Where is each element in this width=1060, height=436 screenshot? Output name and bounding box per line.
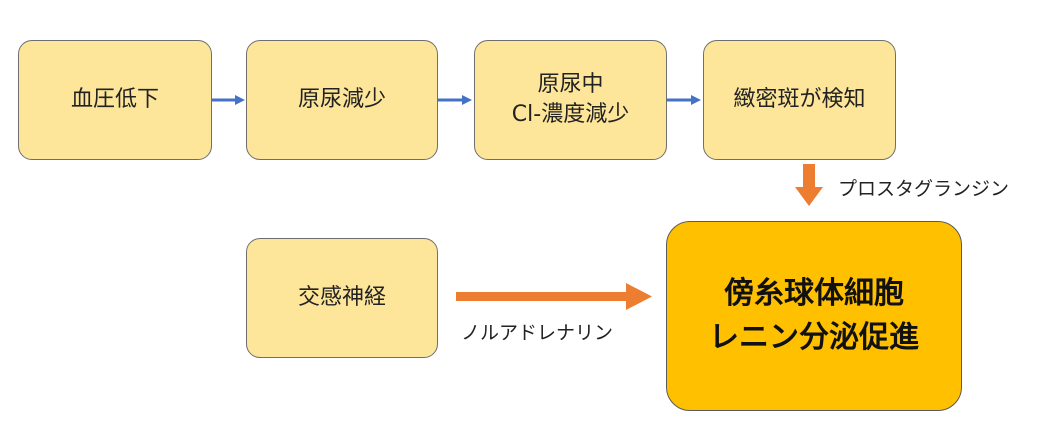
box-label: 血圧低下 [70, 87, 159, 112]
box-juxtaglomerular-renin: 傍糸球体細胞 レニン分泌促進 [666, 221, 962, 411]
box-label: 交感神経 [297, 285, 386, 310]
box-urine-decrease: 原尿減少 [246, 40, 438, 160]
box-blood-pressure-drop: 血圧低下 [18, 40, 212, 160]
box-label-line2: Cl-濃度減少 [511, 102, 630, 127]
label-noradrenaline: ノルアドレナリン [461, 322, 614, 344]
arrow-noradrenaline [456, 283, 652, 310]
arrow-urine-to-cl [438, 95, 472, 105]
arrow-bp-to-urine [212, 95, 245, 105]
box-macula-densa: 緻密斑が検知 [703, 40, 896, 160]
arrow-cl-to-macula [667, 95, 701, 105]
box-cl-concentration-decrease: 原尿中 Cl-濃度減少 [474, 40, 667, 160]
box-label: 原尿減少 [297, 87, 386, 112]
main-label-line2: レニン分泌促進 [709, 320, 919, 355]
box-label-line1: 原尿中 [537, 72, 604, 97]
arrow-prostaglandin [795, 164, 823, 206]
box-sympathetic-nerve: 交感神経 [246, 238, 438, 358]
label-prostaglandin: プロスタグランジン [838, 178, 1010, 200]
main-label-line1: 傍糸球体細胞 [724, 276, 904, 311]
box-label: 緻密斑が検知 [733, 87, 866, 112]
